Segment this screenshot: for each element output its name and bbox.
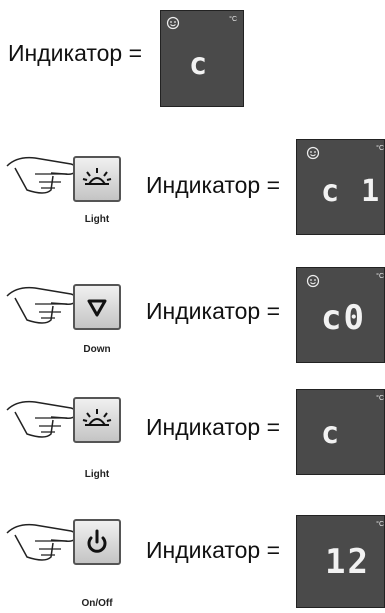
step-4: On/Off Индикатор = °C 12 [0,505,385,613]
smiley-icon [166,16,180,30]
degree-unit: °C [229,16,237,23]
degree-unit: °C [376,145,384,152]
degree-unit: °C [376,273,384,280]
down-button[interactable] [73,284,121,330]
light-button[interactable] [73,397,121,443]
smiley-icon [306,274,320,288]
indicator-label: Индикатор = [146,537,281,563]
on-off-button[interactable] [73,519,121,565]
step-3: Light Индикатор = °C c [0,384,385,484]
display-value: 12 [325,542,370,582]
light-button-caption: Light [84,214,110,225]
pointing-hand-icon [6,286,77,324]
indicator-label: Индикатор = [8,40,143,66]
display-value: c [321,416,342,451]
light-button[interactable] [73,156,121,202]
light-icon [82,409,112,426]
indicator-display: °C 12 [296,515,385,608]
step-2: Down Индикатор = °C c0 [0,262,385,363]
step-1: Light Индикатор = °C c 1 [0,130,385,235]
down-button-caption: Down [83,344,111,355]
on-off-button-caption: On/Off [81,598,113,609]
light-button-caption: Light [84,469,110,480]
indicator-label: Индикатор = [146,414,281,440]
down-arrow-icon [87,299,107,317]
indicator-display: °C c [296,389,385,475]
degree-unit: °C [376,395,384,402]
display-value: c0 [321,298,366,338]
indicator-label: Индикатор = [146,172,281,198]
step-0: Индикатор = °C c [0,0,385,110]
indicator-display: °C c0 [296,267,385,363]
indicator-display: °C c [160,10,244,107]
display-value: c 1 [321,174,382,209]
indicator-display: °C c 1 [296,139,385,235]
light-icon [82,168,112,185]
indicator-label: Индикатор = [146,298,281,324]
power-icon [87,529,107,553]
smiley-icon [306,146,320,160]
display-value: c [189,47,210,82]
degree-unit: °C [376,521,384,528]
